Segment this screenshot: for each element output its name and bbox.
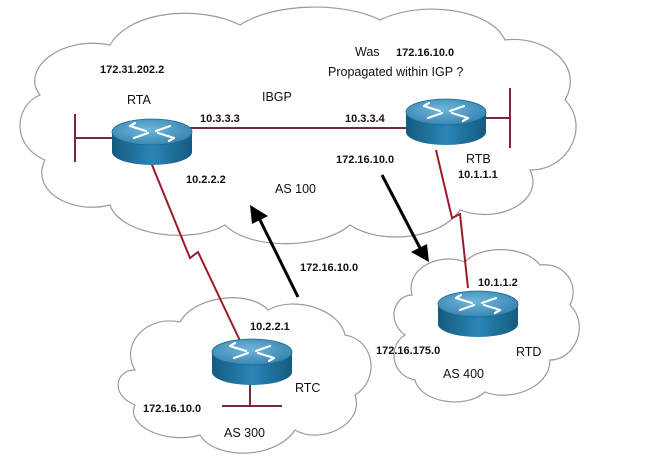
rtb-rtd-serial-link: [435, 149, 469, 289]
as100-cloud: [19, 6, 577, 245]
rtc-network: 172.16.10.0: [143, 403, 201, 415]
arrow-rtb-to-rtd: [380, 174, 429, 262]
router-rtc-icon[interactable]: [211, 338, 293, 385]
ibgp-label: IBGP: [262, 90, 292, 104]
advert-rtc-to-rta: 172.16.10.0: [300, 262, 358, 274]
arrow-rtc-to-rta: [250, 205, 300, 298]
rtd-network: 172.16.175.0: [376, 345, 440, 357]
rtb-ibgp-address: 10.3.3.4: [345, 113, 386, 125]
rtd-label: RTD: [516, 345, 541, 359]
rta-loopback-address: 172.31.202.2: [100, 64, 164, 76]
rta-rtc-serial-link: [149, 159, 243, 346]
advert-rtb-to-rtd: 172.16.10.0: [336, 154, 394, 166]
rta-label: RTA: [127, 93, 152, 107]
as100-label: AS 100: [275, 182, 316, 196]
rtd-serial-address: 10.1.1.2: [478, 277, 518, 289]
router-rta-icon[interactable]: [111, 118, 193, 165]
rta-ibgp-address: 10.3.3.3: [200, 113, 240, 125]
as300-label: AS 300: [224, 426, 265, 440]
as400-label: AS 400: [443, 367, 484, 381]
router-rtb-icon[interactable]: [405, 98, 487, 145]
router-rtd-icon[interactable]: [437, 290, 519, 337]
question-line2: Propagated within IGP ?: [328, 65, 463, 79]
question-line1: Was: [355, 45, 380, 59]
rtb-serial-address: 10.1.1.1: [458, 169, 498, 181]
rtb-label: RTB: [466, 152, 491, 166]
rtc-serial-address: 10.2.2.1: [250, 321, 290, 333]
question-prefix: 172.16.10.0: [396, 47, 454, 59]
rtc-label: RTC: [295, 381, 320, 395]
rta-serial-address: 10.2.2.2: [186, 174, 226, 186]
